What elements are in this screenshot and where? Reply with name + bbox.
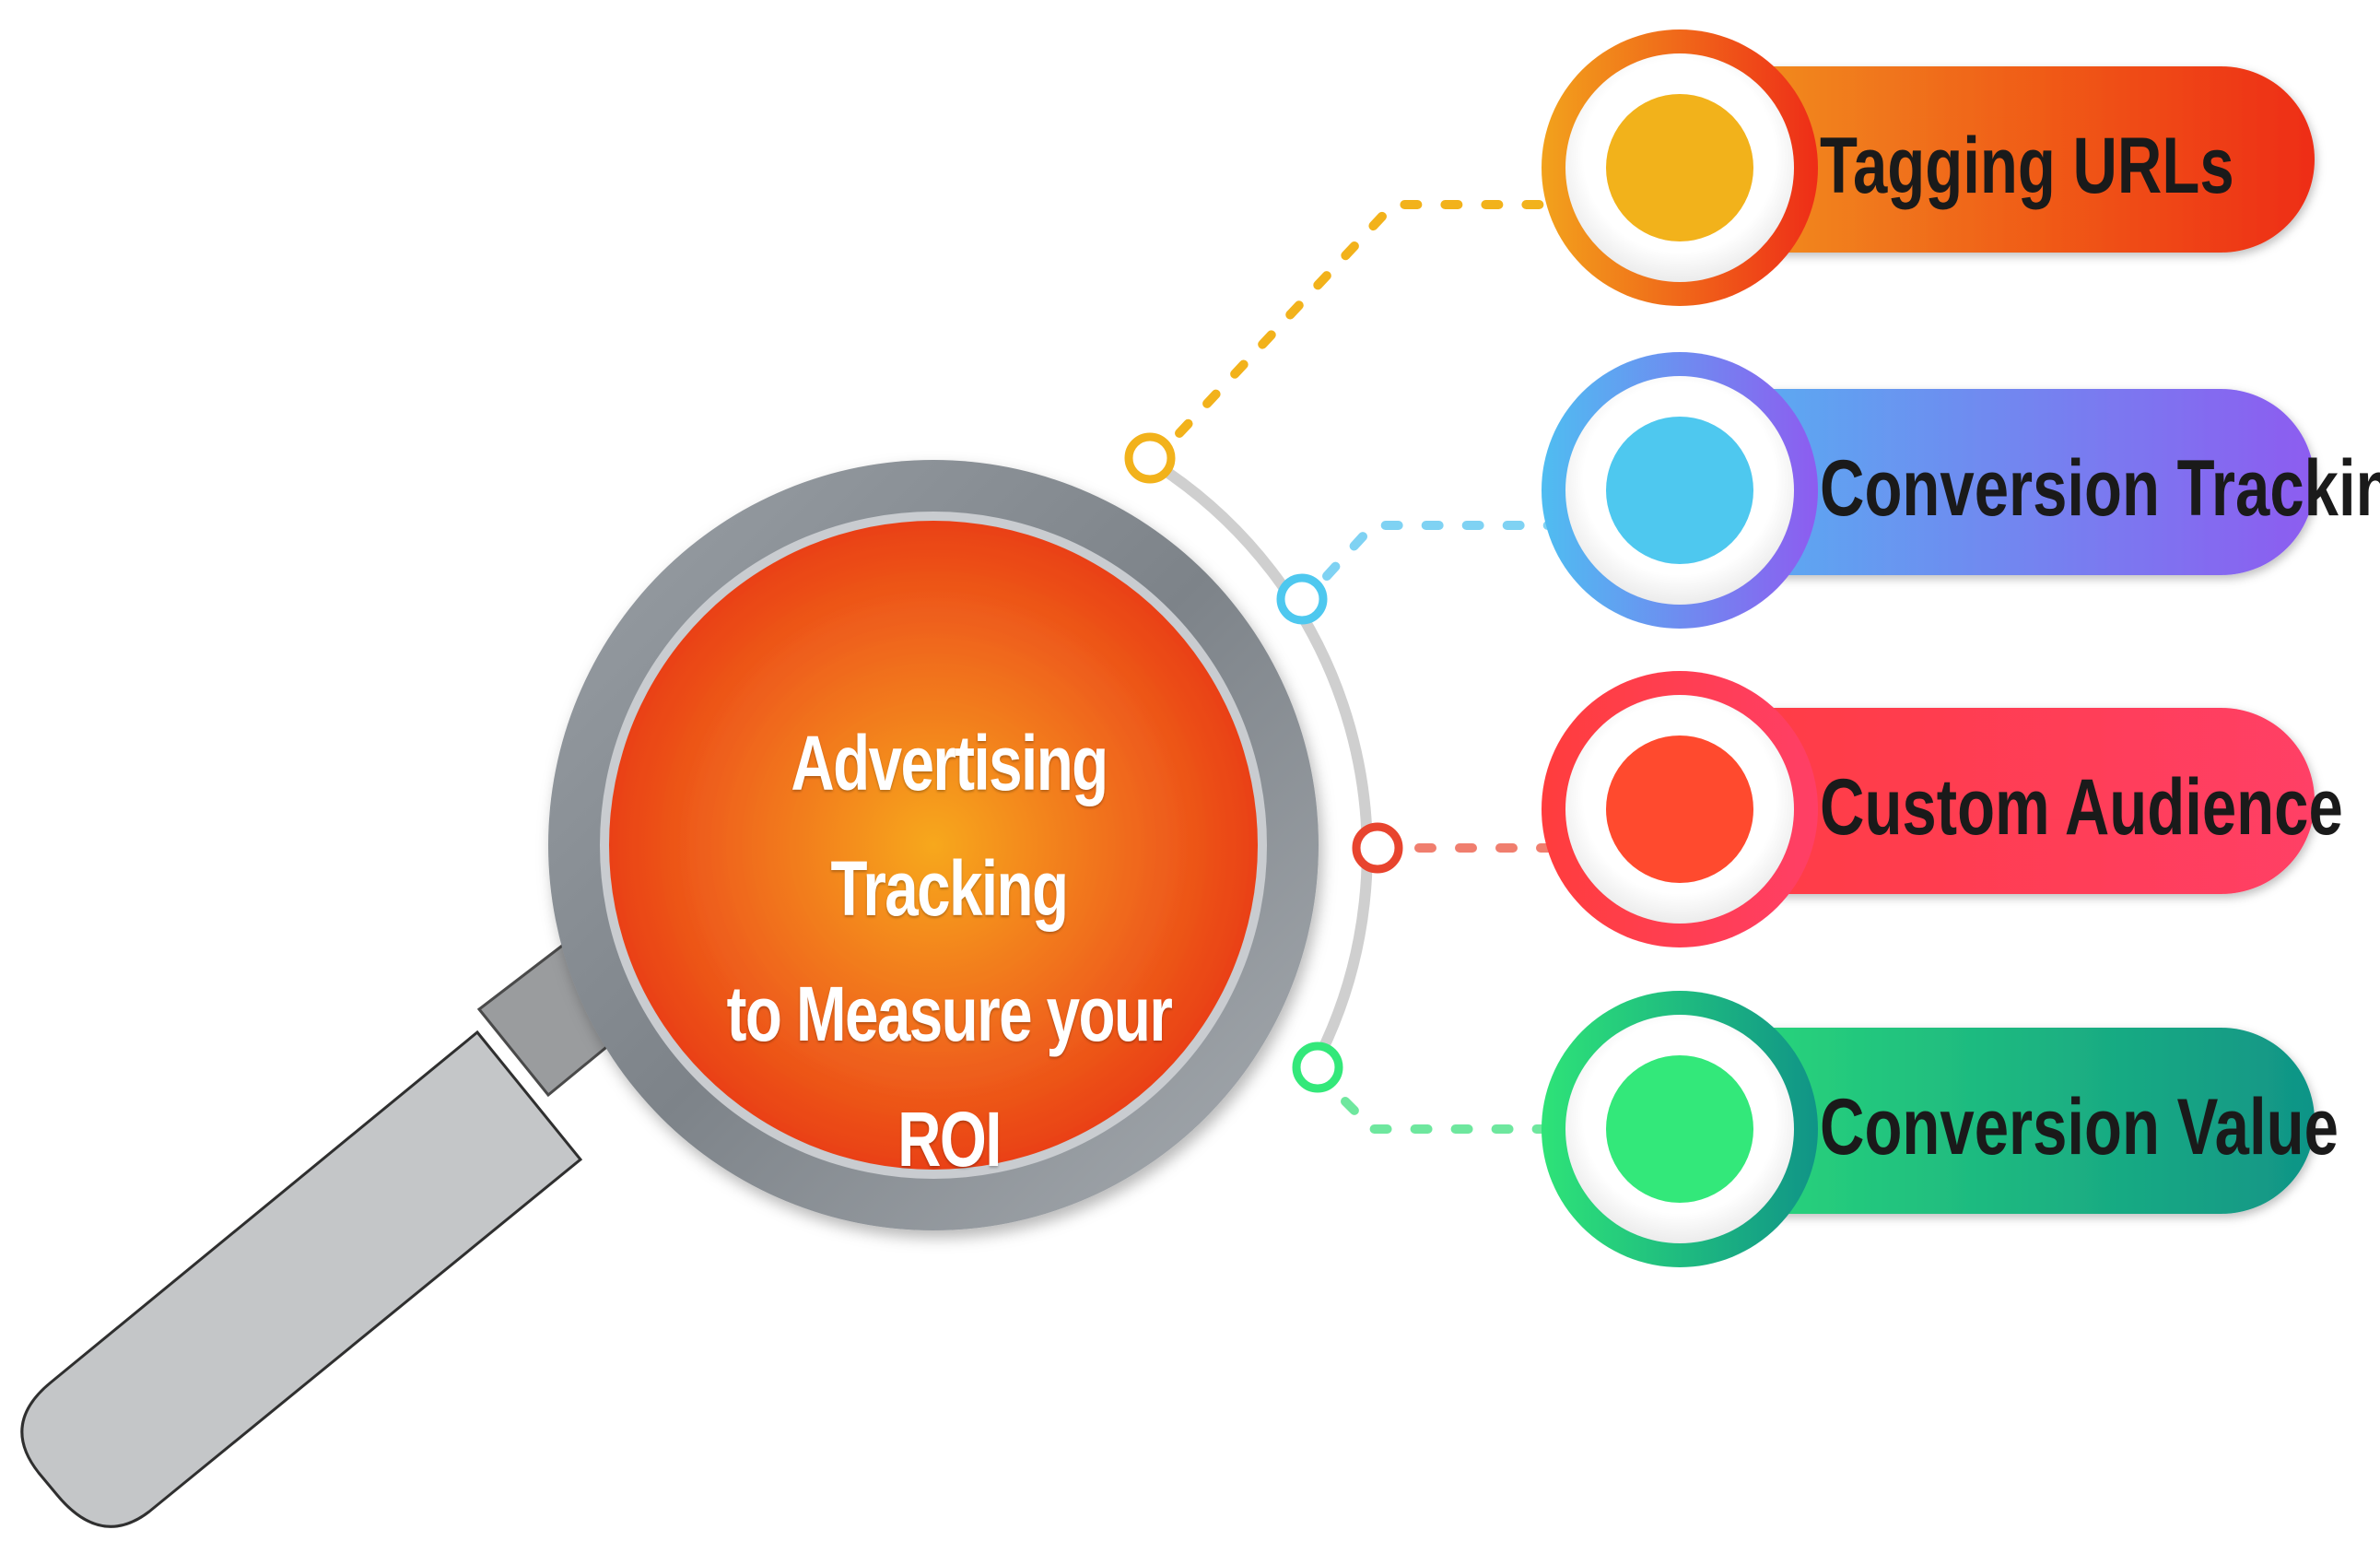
- pill-dot-3: [1606, 735, 1753, 883]
- center-title: Advertising Tracking to Measure your ROI: [669, 700, 1229, 1202]
- pill-label-conversion-value: Conversion Value: [1820, 1083, 2339, 1171]
- node-1: [1124, 432, 1176, 484]
- pill-3: [1542, 671, 2315, 947]
- center-title-line-1: Advertising Tracking: [791, 720, 1108, 932]
- pill-dot-2: [1606, 417, 1753, 564]
- node-4: [1292, 1041, 1343, 1093]
- center-title-line-2: to Measure your ROI: [726, 971, 1173, 1183]
- magnifier-lens: [548, 460, 1319, 1230]
- handle-grip: [20, 1030, 583, 1528]
- node-2: [1276, 573, 1328, 625]
- pill-dot-4: [1606, 1055, 1753, 1203]
- pill-label-tagging-urls: Tagging URLs: [1820, 122, 2234, 210]
- pill-dot-1: [1606, 94, 1753, 241]
- nodes: [1124, 432, 1403, 1093]
- pill-2: [1542, 352, 2315, 629]
- lens-glass: [609, 521, 1258, 1170]
- connector-1: [1175, 200, 1562, 438]
- pill-label-conversion-tracking: Conversion Tracking: [1820, 444, 2380, 533]
- orbit-arc: [1146, 455, 1373, 1063]
- connector-4: [1341, 1097, 1553, 1134]
- pill-4: [1542, 991, 2315, 1267]
- node-3: [1352, 822, 1403, 874]
- pill-1: [1542, 29, 2315, 306]
- magnifier-handle: [20, 937, 639, 1528]
- pill-label-custom-audience: Custom Audience: [1820, 763, 2343, 852]
- connectors: [1175, 200, 1562, 1134]
- connector-2: [1322, 521, 1562, 581]
